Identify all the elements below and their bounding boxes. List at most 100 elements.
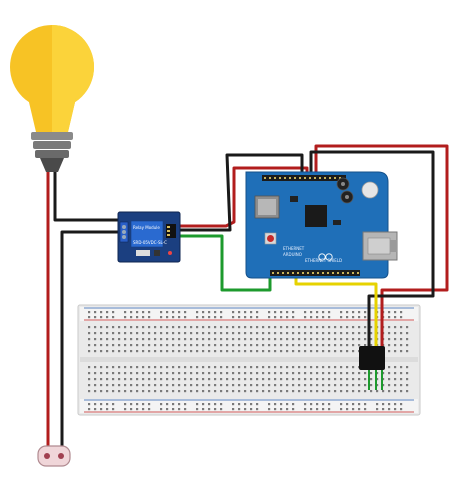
breadboard-hole — [250, 350, 253, 353]
breadboard-hole — [130, 311, 133, 314]
bulb-neck-highlight — [52, 98, 76, 132]
bulb-glass-highlight — [52, 25, 94, 109]
breadboard-hole — [238, 372, 241, 375]
header-pin — [357, 272, 359, 274]
breadboard-hole — [160, 350, 163, 353]
breadboard-hole — [208, 311, 211, 314]
breadboard-hole — [106, 350, 109, 353]
breadboard-hole — [142, 326, 145, 329]
breadboard-hole — [292, 372, 295, 375]
header-pin — [347, 272, 349, 274]
breadboard-hole — [100, 384, 103, 387]
breadboard-hole — [406, 326, 409, 329]
breadboard-hole — [346, 403, 349, 406]
breadboard-hole — [106, 408, 109, 411]
terminal-screw-2 — [122, 230, 126, 234]
breadboard-hole — [94, 372, 97, 375]
breadboard-hole — [268, 326, 271, 329]
breadboard-hole — [352, 372, 355, 375]
breadboard-hole — [406, 350, 409, 353]
breadboard-hole — [238, 311, 241, 314]
breadboard-hole — [274, 403, 277, 406]
breadboard-hole — [388, 316, 391, 319]
breadboard-hole — [388, 332, 391, 335]
relay-pin-3 — [167, 234, 170, 236]
breadboard-hole — [100, 390, 103, 393]
header-pin — [332, 272, 334, 274]
wire-arduino-black-sensor — [309, 150, 435, 348]
breadboard-hole — [166, 408, 169, 411]
header-pin — [279, 177, 281, 179]
breadboard-hole — [256, 326, 259, 329]
breadboard-hole — [106, 372, 109, 375]
rj45-jack-tab — [390, 240, 397, 252]
breadboard-hole — [400, 390, 403, 393]
breadboard-hole — [166, 378, 169, 381]
breadboard-hole — [298, 338, 301, 341]
breadboard-hole — [136, 372, 139, 375]
breadboard-hole — [160, 338, 163, 341]
header-pin — [289, 177, 291, 179]
terminal-screw-1 — [122, 225, 126, 229]
breadboard-hole — [202, 372, 205, 375]
breadboard-hole — [310, 403, 313, 406]
breadboard-hole — [328, 338, 331, 341]
breadboard-hole — [220, 311, 223, 314]
breadboard-hole — [166, 366, 169, 369]
breadboard-hole — [250, 344, 253, 347]
breadboard-hole — [232, 408, 235, 411]
breadboard-hole — [130, 390, 133, 393]
header-pin — [299, 177, 301, 179]
breadboard-hole — [112, 366, 115, 369]
breadboard-hole — [340, 384, 343, 387]
breadboard-hole — [112, 384, 115, 387]
breadboard-hole — [184, 350, 187, 353]
header-pin — [319, 177, 321, 179]
relay-pin-2 — [167, 230, 170, 232]
breadboard-hole — [130, 326, 133, 329]
breadboard-hole — [382, 390, 385, 393]
breadboard-hole — [208, 316, 211, 319]
breadboard-hole — [106, 332, 109, 335]
breadboard-hole — [142, 408, 145, 411]
breadboard-hole — [358, 372, 361, 375]
breadboard-hole — [190, 326, 193, 329]
breadboard-hole — [244, 384, 247, 387]
breadboard-hole — [304, 332, 307, 335]
breadboard-hole — [184, 326, 187, 329]
breadboard-hole — [232, 390, 235, 393]
breadboard-hole — [364, 338, 367, 341]
breadboard-hole — [106, 344, 109, 347]
breadboard-hole — [274, 338, 277, 341]
breadboard-hole — [328, 332, 331, 335]
breadboard-hole — [244, 408, 247, 411]
breadboard-hole — [148, 344, 151, 347]
breadboard-hole — [382, 384, 385, 387]
breadboard-hole — [250, 403, 253, 406]
breadboard-hole — [376, 403, 379, 406]
breadboard-hole — [322, 332, 325, 335]
breadboard-hole — [142, 311, 145, 314]
breadboard-hole — [292, 344, 295, 347]
breadboard-hole — [148, 378, 151, 381]
breadboard-hole — [322, 403, 325, 406]
breadboard-hole — [304, 316, 307, 319]
breadboard-hole — [310, 332, 313, 335]
breadboard-hole — [304, 366, 307, 369]
breadboard-hole — [292, 332, 295, 335]
breadboard-hole — [298, 390, 301, 393]
breadboard-hole — [226, 326, 229, 329]
breadboard-hole — [292, 316, 295, 319]
breadboard-hole — [250, 332, 253, 335]
breadboard-hole — [106, 403, 109, 406]
breadboard-hole — [352, 326, 355, 329]
breadboard-hole — [244, 390, 247, 393]
breadboard-hole — [346, 311, 349, 314]
breadboard-hole — [274, 332, 277, 335]
breadboard-hole — [340, 338, 343, 341]
breadboard-hole — [334, 326, 337, 329]
breadboard-hole — [166, 311, 169, 314]
breadboard-hole — [256, 344, 259, 347]
breadboard-hole — [316, 350, 319, 353]
breadboard-hole — [382, 408, 385, 411]
